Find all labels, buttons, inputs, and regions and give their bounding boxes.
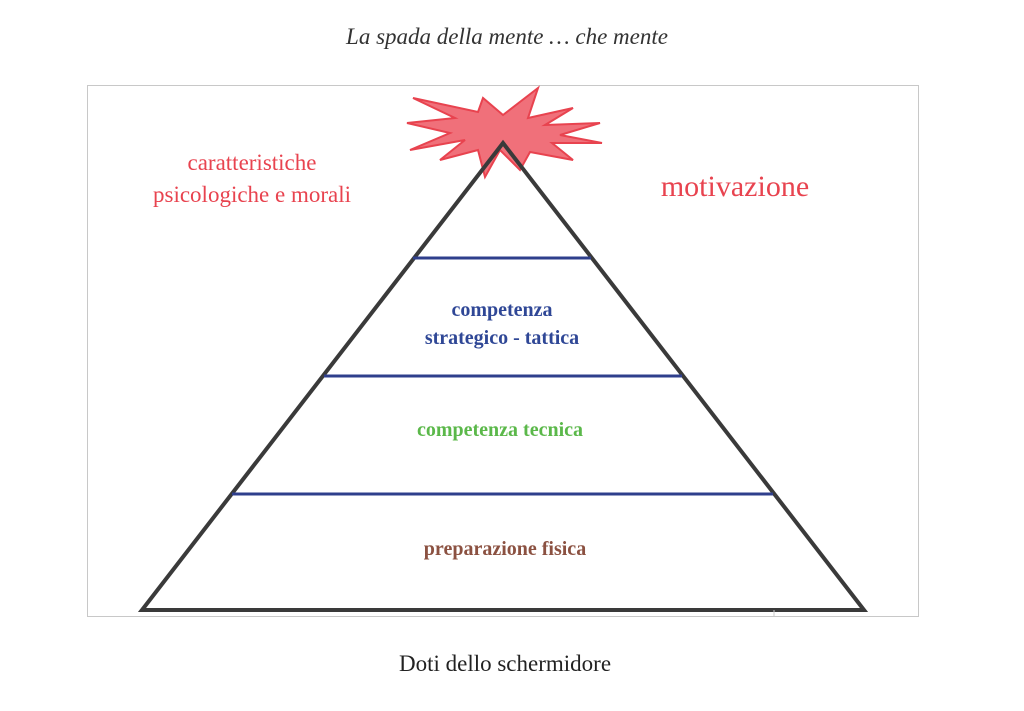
label-line: strategico - tattica [424,327,580,349]
figure-caption: Doti dello schermidore [398,651,612,676]
level-physical: preparazione fisica [423,538,587,560]
label-line: competenza [451,299,553,321]
starburst-icon [406,85,603,180]
label-line: psicologiche e morali [153,182,351,207]
level-technical: competenza tecnica [416,419,584,441]
level-strategic-tactical: competenza strategico - tattica [425,296,579,352]
figure-frame [87,85,919,617]
motivation-label: motivazione [660,170,810,203]
label-line: caratteristiche [187,150,317,175]
psychological-moral-label: caratteristiche psicologiche e morali [153,147,351,211]
page-header-title: La spada della mente … che mente [346,24,668,49]
pyramid-outline [137,139,869,612]
